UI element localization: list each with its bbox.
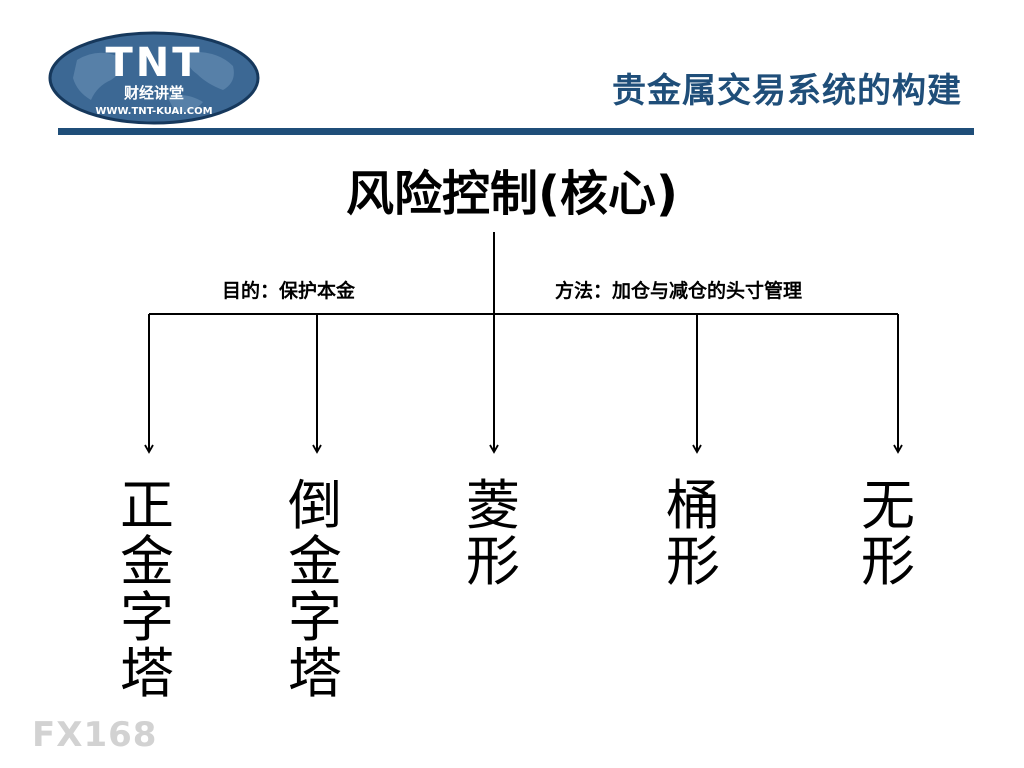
leaf-tongxing: 桶 形 [658, 478, 728, 590]
logo-url: WWW.TNT-KUAI.COM [95, 106, 212, 117]
logo-tagline: 财经讲堂 [124, 84, 184, 102]
leaf-char: 塔 [120, 642, 174, 705]
leaf-char: 金 [120, 530, 174, 593]
slide-title: 贵金属交易系统的构建 [612, 71, 962, 111]
branch-label-purpose: 目的：保护本金 [222, 280, 356, 302]
leaf-char: 倒 [288, 474, 342, 537]
logo-brand: TNT [105, 40, 202, 86]
leaf-char: 形 [466, 530, 520, 593]
leaf-zheng-jinzita: 正 金 字 塔 [112, 478, 182, 702]
globe-continents [73, 51, 234, 113]
leaf-dao-jinzita: 倒 金 字 塔 [280, 478, 350, 702]
leaf-char: 金 [288, 530, 342, 593]
leaf-char: 字 [288, 586, 342, 649]
leaf-wuxing: 无 形 [853, 478, 923, 590]
leaf-char: 无 [861, 474, 915, 537]
leaf-lingxing: 菱 形 [458, 478, 528, 590]
leaf-char: 菱 [466, 474, 520, 537]
leaf-char: 桶 [666, 474, 720, 537]
leaf-char: 形 [861, 530, 915, 593]
tnt-logo: TNT 财经讲堂 WWW.TNT-KUAI.COM [48, 31, 260, 125]
header-rule [58, 128, 974, 135]
fx168-watermark: FX168 [32, 715, 158, 755]
leaf-char: 形 [666, 530, 720, 593]
leaf-char: 塔 [288, 642, 342, 705]
branch-label-method: 方法：加仓与减仓的头寸管理 [555, 280, 803, 302]
leaf-char: 正 [120, 474, 174, 537]
main-topic: 风险控制(核心) [346, 166, 678, 222]
leaf-char: 字 [120, 586, 174, 649]
